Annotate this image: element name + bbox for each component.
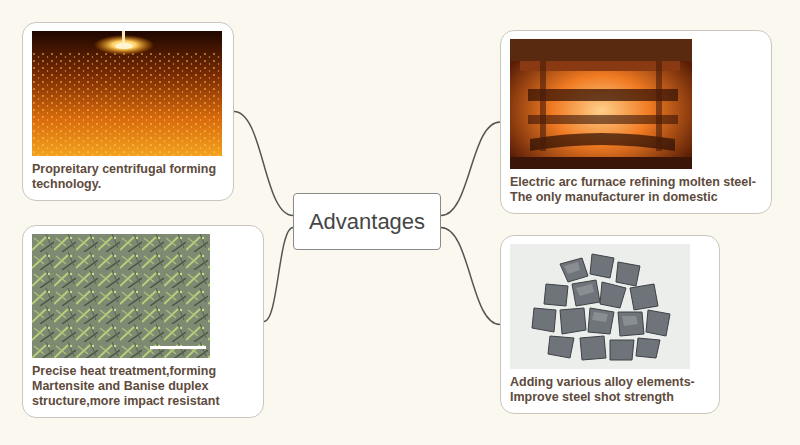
hub-title: Advantages bbox=[309, 209, 425, 235]
microstructure-photo bbox=[32, 234, 210, 358]
sparks-photo bbox=[32, 31, 222, 156]
feature-box: Propreitary centrifugal forming technolo… bbox=[22, 22, 234, 201]
curved-connector bbox=[234, 112, 293, 216]
hub-box: Advantages bbox=[293, 193, 441, 250]
steel-shot-photo bbox=[510, 244, 690, 369]
curved-connector bbox=[441, 228, 500, 325]
feature-caption: Electric arc furnace refining molten ste… bbox=[510, 175, 762, 205]
feature-caption: Precise heat treatment,forming Martensit… bbox=[32, 364, 254, 409]
curved-connector bbox=[264, 228, 293, 322]
feature-box: Precise heat treatment,forming Martensit… bbox=[22, 225, 264, 418]
curved-connector bbox=[441, 122, 500, 216]
furnace-photo bbox=[510, 39, 692, 169]
feature-box: Adding various alloy elements-Improve st… bbox=[500, 235, 720, 414]
feature-box: Electric arc furnace refining molten ste… bbox=[500, 30, 772, 214]
feature-caption: Propreitary centrifugal forming technolo… bbox=[32, 162, 224, 192]
feature-caption: Adding various alloy elements-Improve st… bbox=[510, 375, 710, 405]
